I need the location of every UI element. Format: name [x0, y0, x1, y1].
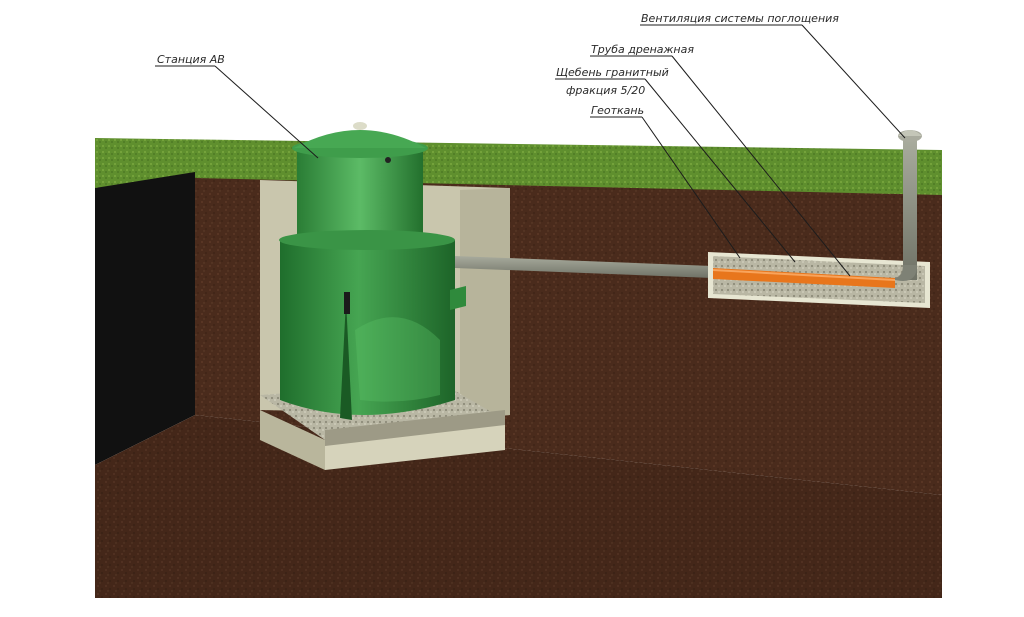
- drain-pipe-shine: [713, 269, 895, 281]
- tank-flange: [450, 286, 466, 310]
- concrete-right-wall: [460, 188, 510, 420]
- labels: Станция АВ Вентиляция системы поглощения…: [157, 12, 839, 117]
- concrete-slab-front: [260, 410, 325, 470]
- outlet-pipe: [455, 256, 712, 278]
- pit-left-wall: [95, 172, 195, 465]
- station-label: Станция АВ: [157, 53, 225, 66]
- ventilation-label: Вентиляция системы поглощения: [641, 12, 839, 25]
- drain-pipe-label: Труба дренажная: [591, 43, 694, 56]
- drain-leader: [671, 55, 851, 277]
- tank-highlight: [355, 317, 440, 402]
- gravel-base-side: [325, 410, 505, 446]
- station-ab-tank: [279, 122, 466, 420]
- lid-bolt: [385, 157, 391, 163]
- vent-elbow: [895, 265, 917, 281]
- drainage-trench: [708, 252, 930, 308]
- gravel-label-line2: фракция 5/20: [566, 84, 645, 97]
- geotextile-label: Геоткань: [591, 104, 644, 117]
- tank-latch: [344, 292, 350, 314]
- ventilation-riser: [895, 130, 922, 281]
- concrete-slab-side: [325, 420, 505, 470]
- ventilation-leader: [801, 24, 906, 139]
- tank-lid-dome: [294, 130, 426, 148]
- outlet-pipe-body: [455, 256, 712, 278]
- geotextile-leader: [641, 116, 741, 259]
- station-leader: [214, 65, 319, 159]
- vent-cap-top: [898, 130, 922, 136]
- gravel-label-line1: Щебень гранитный: [556, 66, 669, 79]
- gravel-leader: [644, 78, 796, 263]
- tank-cutaway: [340, 300, 352, 420]
- tank-body-top: [279, 230, 455, 250]
- tank-body: [280, 234, 455, 415]
- lid-knob: [353, 122, 367, 130]
- vent-pipe: [903, 140, 917, 280]
- ground-block: [95, 138, 942, 598]
- leader-lines: [155, 24, 906, 277]
